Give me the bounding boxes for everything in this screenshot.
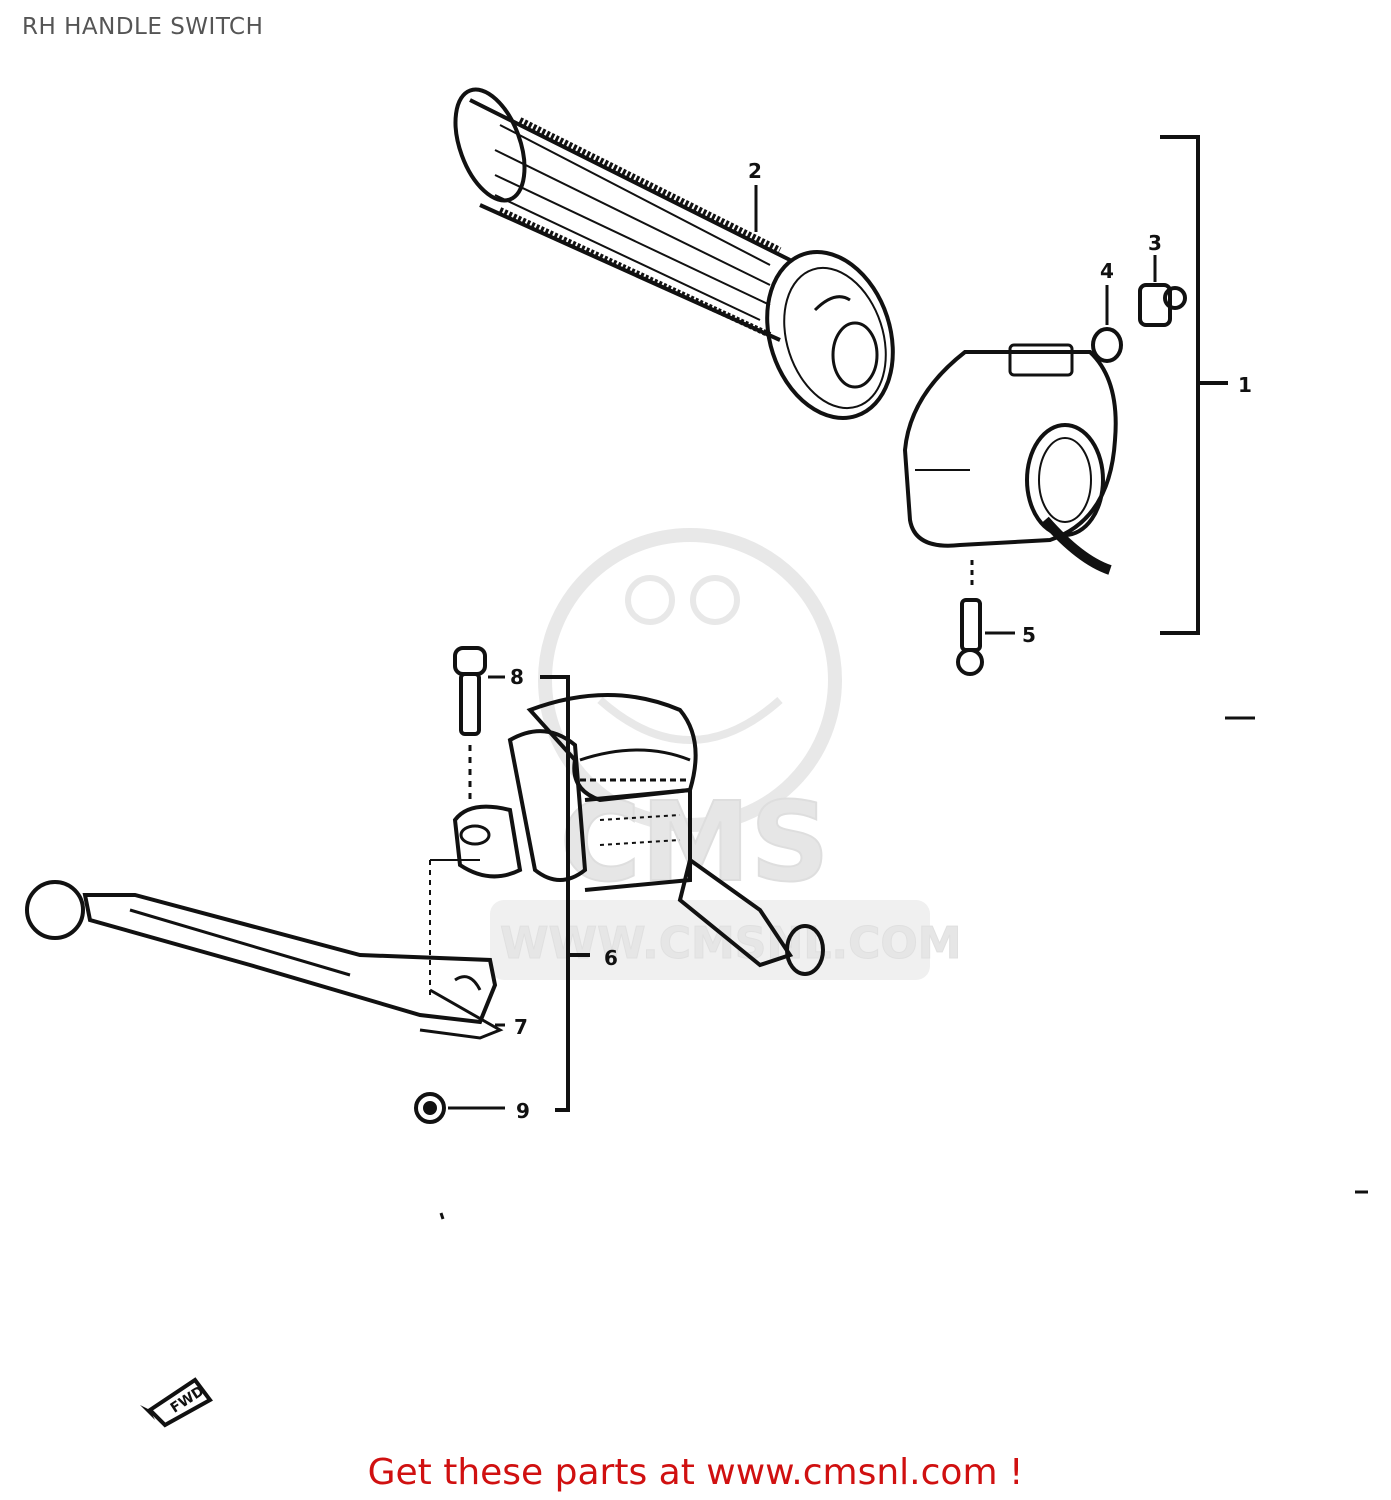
small-parts-3-4 — [1091, 255, 1187, 363]
get-parts-link[interactable]: Get these parts at www.cmsnl.com ! — [367, 1452, 1024, 1493]
callout-4: 4 — [1100, 259, 1114, 283]
screw-part-5 — [956, 560, 1015, 676]
bolt-part-8 — [453, 646, 505, 800]
callout-3: 3 — [1148, 231, 1162, 255]
forward-arrow-icon: FWD — [140, 1377, 213, 1428]
callout-6: 6 — [604, 946, 618, 970]
callout-8: 8 — [510, 665, 524, 689]
bracket-part-1 — [1160, 135, 1228, 635]
page-title: RH HANDLE SWITCH — [22, 14, 264, 40]
callout-2: 2 — [748, 159, 762, 183]
brake-lever — [25, 859, 505, 1040]
callout-1: 1 — [1238, 373, 1252, 397]
handle-grip — [453, 87, 895, 420]
callout-5: 5 — [1022, 623, 1036, 647]
callout-7: 7 — [514, 1015, 528, 1039]
master-cylinder — [452, 693, 825, 976]
stray-marks — [439, 716, 1368, 1220]
callout-9: 9 — [516, 1099, 530, 1123]
switch-housing — [902, 343, 1118, 575]
bracket-part-6 — [540, 675, 590, 1112]
nut-part-9 — [414, 1092, 505, 1124]
watermark: CMS WWW.CMSNL.COM — [490, 528, 962, 980]
